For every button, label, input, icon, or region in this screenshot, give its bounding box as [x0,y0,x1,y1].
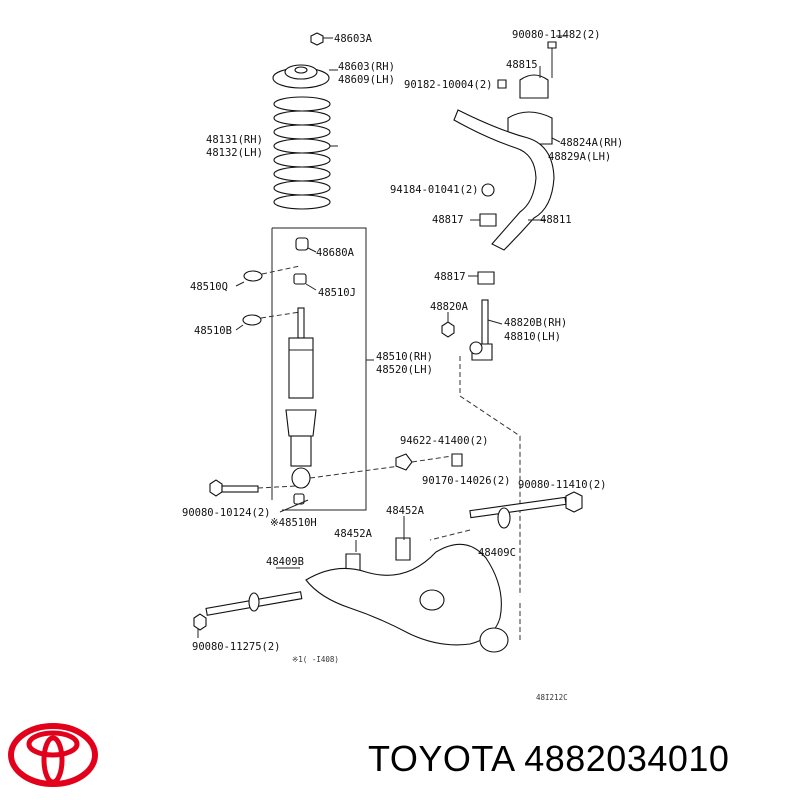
stabilizer-bolt [547,35,566,78]
stabilizer-bar [453,109,555,251]
label-48510B: 48510B [194,325,232,337]
label-90080-11482: 90080-11482(2) [512,29,601,41]
arm-bolt-right [429,491,583,541]
shock-lower-washer [309,453,453,479]
label-48510H: ※48510H [270,517,317,529]
stabilizer-lock-nut [481,183,495,197]
stabilizer-link-cushion-upper [470,213,497,227]
suspension-parts-diagram: 48603A 48603(RH) 48609(LH) 48131(RH) 481… [182,29,623,702]
label-48452A-lower: 48452A [334,528,373,540]
label-48452A-upper: 48452A [386,505,425,517]
brand-name: TOYOTA [368,738,514,779]
link-leader-dashed [459,356,521,596]
shock-lower-nut [451,453,463,467]
label-48817-upper: 48817 [432,214,464,226]
shock-upper-bushing [295,237,317,253]
label-48510J: 48510J [318,287,356,299]
label-48132-lh: 48132(LH) [206,147,263,159]
shock-absorber [285,307,317,489]
label-48603-rh: 48603(RH) [338,61,395,73]
stabilizer-link-cushion-lower [468,271,495,285]
shock-cushion [293,273,317,291]
upper-spring-mount [272,64,338,89]
label-48820B-rh: 48820B(RH) [504,317,567,329]
label-48680A: 48680A [316,247,355,259]
stabilizer-nut [497,79,507,89]
label-48811: 48811 [540,214,572,226]
label-48510Q: 48510Q [190,281,228,293]
label-48824A-rh: 48824A(RH) [560,137,623,149]
label-90080-11410: 90080-11410(2) [518,479,607,491]
label-90080-11275: 90080-11275(2) [192,641,281,653]
label-48817-lower: 48817 [434,271,466,283]
label-90080-10124: 90080-10124(2) [182,507,271,519]
label-48815: 48815 [506,59,538,71]
footnote: ※1( -I408) [292,655,339,664]
figure-code: 48I212C [536,693,568,702]
label-48409B: 48409B [266,556,304,568]
shock-washer-upper [235,265,301,287]
shock-washer-lower [235,311,301,331]
label-48520-lh: 48520(LH) [376,364,433,376]
lower-control-arm [305,543,521,653]
brand-title: TOYOTA 4882034010 [368,738,729,780]
spring-mount-nut [310,32,333,46]
label-90182-10004: 90182-10004(2) [404,79,493,91]
label-48409C: 48409C [478,547,516,559]
stabilizer-link [469,299,503,361]
label-48810-lh: 48810(LH) [504,331,561,343]
label-48609-lh: 48609(LH) [338,74,395,86]
label-48131-rh: 48131(RH) [206,134,263,146]
arm-bolt-left [193,591,303,631]
label-90170-14026: 90170-14026(2) [422,475,511,487]
label-48820A: 48820A [430,301,469,313]
coil-spring [273,96,338,210]
label-94184-01041: 94184-01041(2) [390,184,479,196]
part-number: 4882034010 [524,738,730,779]
shock-group-bracket [272,227,367,511]
label-48829A-lh: 48829A(LH) [548,151,611,163]
label-94622-41400: 94622-41400(2) [400,435,489,447]
stabilizer-link-nut [441,312,455,338]
label-48510-rh: 48510(RH) [376,351,433,363]
label-48603A: 48603A [334,33,373,45]
arm-bushing-right [395,537,411,561]
toyota-logo-icon [8,723,98,787]
shock-lower-bolt [209,479,297,497]
stabilizer-bushing [519,66,549,99]
